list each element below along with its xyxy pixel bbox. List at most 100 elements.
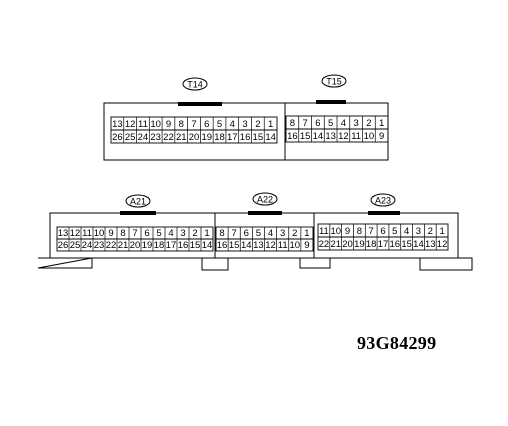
pin-number: 18 bbox=[214, 132, 225, 143]
pin-number: 20 bbox=[189, 132, 200, 143]
pin-number: 17 bbox=[378, 239, 389, 250]
pin-number: 13 bbox=[58, 228, 69, 239]
connector-lock-key bbox=[248, 211, 282, 215]
pin-number: 7 bbox=[132, 228, 137, 239]
pin-number: 14 bbox=[202, 240, 213, 251]
pin-number: 26 bbox=[112, 132, 123, 143]
connector-label: T14 bbox=[187, 80, 203, 90]
pin-number: 1 bbox=[204, 228, 209, 239]
pin-number: 17 bbox=[227, 132, 238, 143]
pin-number: 21 bbox=[118, 240, 129, 251]
connector-lock-key bbox=[368, 211, 400, 215]
pin-number: 5 bbox=[256, 228, 261, 239]
pin-number: 4 bbox=[341, 118, 346, 129]
pin-number: 24 bbox=[82, 240, 93, 251]
pin-number: 14 bbox=[413, 239, 424, 250]
pin-number: 9 bbox=[304, 240, 309, 251]
pin-number: 12 bbox=[338, 131, 349, 142]
pin-row-frame bbox=[56, 238, 214, 252]
pin-number: 2 bbox=[366, 118, 371, 129]
pin-number: 12 bbox=[70, 228, 81, 239]
pin-number: 18 bbox=[154, 240, 165, 251]
pin-number: 15 bbox=[190, 240, 201, 251]
pin-number: 17 bbox=[166, 240, 177, 251]
pin-number: 15 bbox=[401, 239, 412, 250]
connector-label-bubble bbox=[182, 77, 208, 91]
pin-number: 5 bbox=[392, 226, 397, 237]
pin-number: 16 bbox=[217, 240, 228, 251]
pin-number: 3 bbox=[242, 119, 247, 130]
pin-number: 11 bbox=[319, 226, 329, 237]
connector-label: A23 bbox=[375, 196, 391, 206]
pin-number: 12 bbox=[125, 119, 136, 130]
pin-number: 9 bbox=[379, 131, 384, 142]
pin-number: 14 bbox=[241, 240, 252, 251]
pin-number: 2 bbox=[428, 226, 433, 237]
pin-number: 1 bbox=[379, 118, 384, 129]
pin-number: 3 bbox=[416, 226, 421, 237]
pin-number: 7 bbox=[232, 228, 237, 239]
pin-number: 13 bbox=[325, 131, 336, 142]
pin-number: 3 bbox=[353, 118, 358, 129]
pin-number: 19 bbox=[201, 132, 212, 143]
pin-number: 16 bbox=[240, 132, 251, 143]
pin-row-frame bbox=[317, 236, 449, 251]
pin-number: 8 bbox=[290, 118, 295, 129]
pin-number: 9 bbox=[345, 226, 350, 237]
pin-number: 22 bbox=[106, 240, 117, 251]
pin-number: 3 bbox=[280, 228, 285, 239]
pin-number: 23 bbox=[94, 240, 105, 251]
pin-number: 11 bbox=[278, 240, 288, 251]
pin-number: 16 bbox=[178, 240, 189, 251]
upper-housing-outline bbox=[103, 102, 389, 161]
connector-label-bubble bbox=[125, 194, 151, 208]
pin-number: 21 bbox=[330, 239, 341, 250]
pin-number: 5 bbox=[156, 228, 161, 239]
pin-number: 11 bbox=[138, 119, 148, 130]
pin-number: 8 bbox=[357, 226, 362, 237]
pin-number: 23 bbox=[150, 132, 161, 143]
drawing-code: 93G84299 bbox=[357, 333, 437, 353]
pin-number: 25 bbox=[125, 132, 136, 143]
connector-label: T15 bbox=[326, 77, 342, 87]
pin-number: 25 bbox=[70, 240, 81, 251]
connector-lock-key bbox=[316, 100, 346, 104]
pin-number: 20 bbox=[342, 239, 353, 250]
pin-number: 9 bbox=[166, 119, 171, 130]
pin-number: 16 bbox=[390, 239, 401, 250]
pin-number: 1 bbox=[439, 226, 444, 237]
pin-number: 13 bbox=[425, 239, 436, 250]
mounting-rail bbox=[37, 257, 473, 271]
pin-number: 6 bbox=[244, 228, 249, 239]
pin-number: 24 bbox=[138, 132, 149, 143]
pin-number: 16 bbox=[287, 131, 298, 142]
pin-number: 15 bbox=[229, 240, 240, 251]
connector-label-bubble bbox=[252, 192, 278, 206]
pin-number: 7 bbox=[191, 119, 196, 130]
connector-lock-key bbox=[178, 102, 222, 106]
pin-number: 9 bbox=[108, 228, 113, 239]
pin-number: 6 bbox=[204, 119, 209, 130]
connector-housings bbox=[37, 102, 473, 271]
pin-number: 12 bbox=[437, 239, 448, 250]
pin-number: 1 bbox=[268, 119, 273, 130]
pin-number: 10 bbox=[290, 240, 301, 251]
pin-number: 7 bbox=[369, 226, 374, 237]
pin-number: 2 bbox=[192, 228, 197, 239]
pin-number: 2 bbox=[255, 119, 260, 130]
pin-number: 15 bbox=[253, 132, 264, 143]
pin-number: 3 bbox=[180, 228, 185, 239]
pin-number: 22 bbox=[163, 132, 174, 143]
pin-number: 10 bbox=[94, 228, 105, 239]
pin-number: 1 bbox=[304, 228, 309, 239]
pin-number: 4 bbox=[168, 228, 173, 239]
pin-number: 13 bbox=[112, 119, 123, 130]
connector-label-bubble bbox=[321, 74, 347, 88]
connector-label: A22 bbox=[257, 195, 273, 205]
pin-number: 14 bbox=[313, 131, 324, 142]
